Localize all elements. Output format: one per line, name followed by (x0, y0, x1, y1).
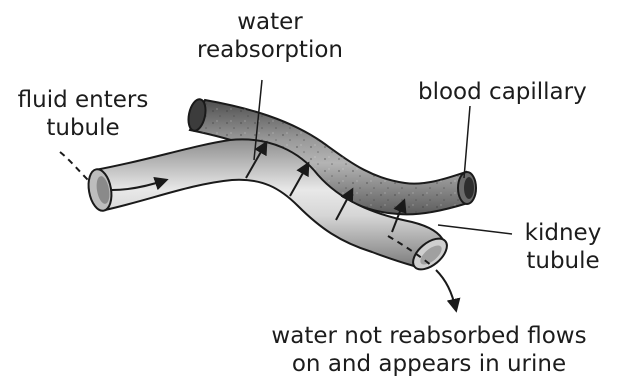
water-reabsorption-line1: water (218, 8, 322, 36)
fluid-enters-line1: fluid enters (8, 86, 158, 114)
not-reabsorbed-label: water not reabsorbed flows on and appear… (248, 322, 610, 378)
kidney-tubule-label: kidney tubule (516, 219, 610, 275)
water-reabsorption-line2: reabsorption (168, 36, 372, 64)
blood-capillary-leader (464, 106, 470, 178)
water-reabsorption-label: water reabsorption (218, 8, 322, 64)
blood-capillary-label: blood capillary (418, 78, 587, 106)
fluid-entry-dashed-line (60, 152, 88, 180)
fluid-enters-label: fluid enters tubule (8, 86, 158, 142)
not-reabsorbed-line1: water not reabsorbed flows (248, 322, 610, 350)
kidney-tubule-leader (438, 225, 512, 234)
urine-flow-arrow (436, 270, 456, 310)
not-reabsorbed-line2: on and appears in urine (248, 350, 610, 378)
fluid-enters-line2: tubule (8, 114, 158, 142)
kidney-tubule-line1: kidney (516, 219, 610, 247)
kidney-tubule-line2: tubule (516, 247, 610, 275)
